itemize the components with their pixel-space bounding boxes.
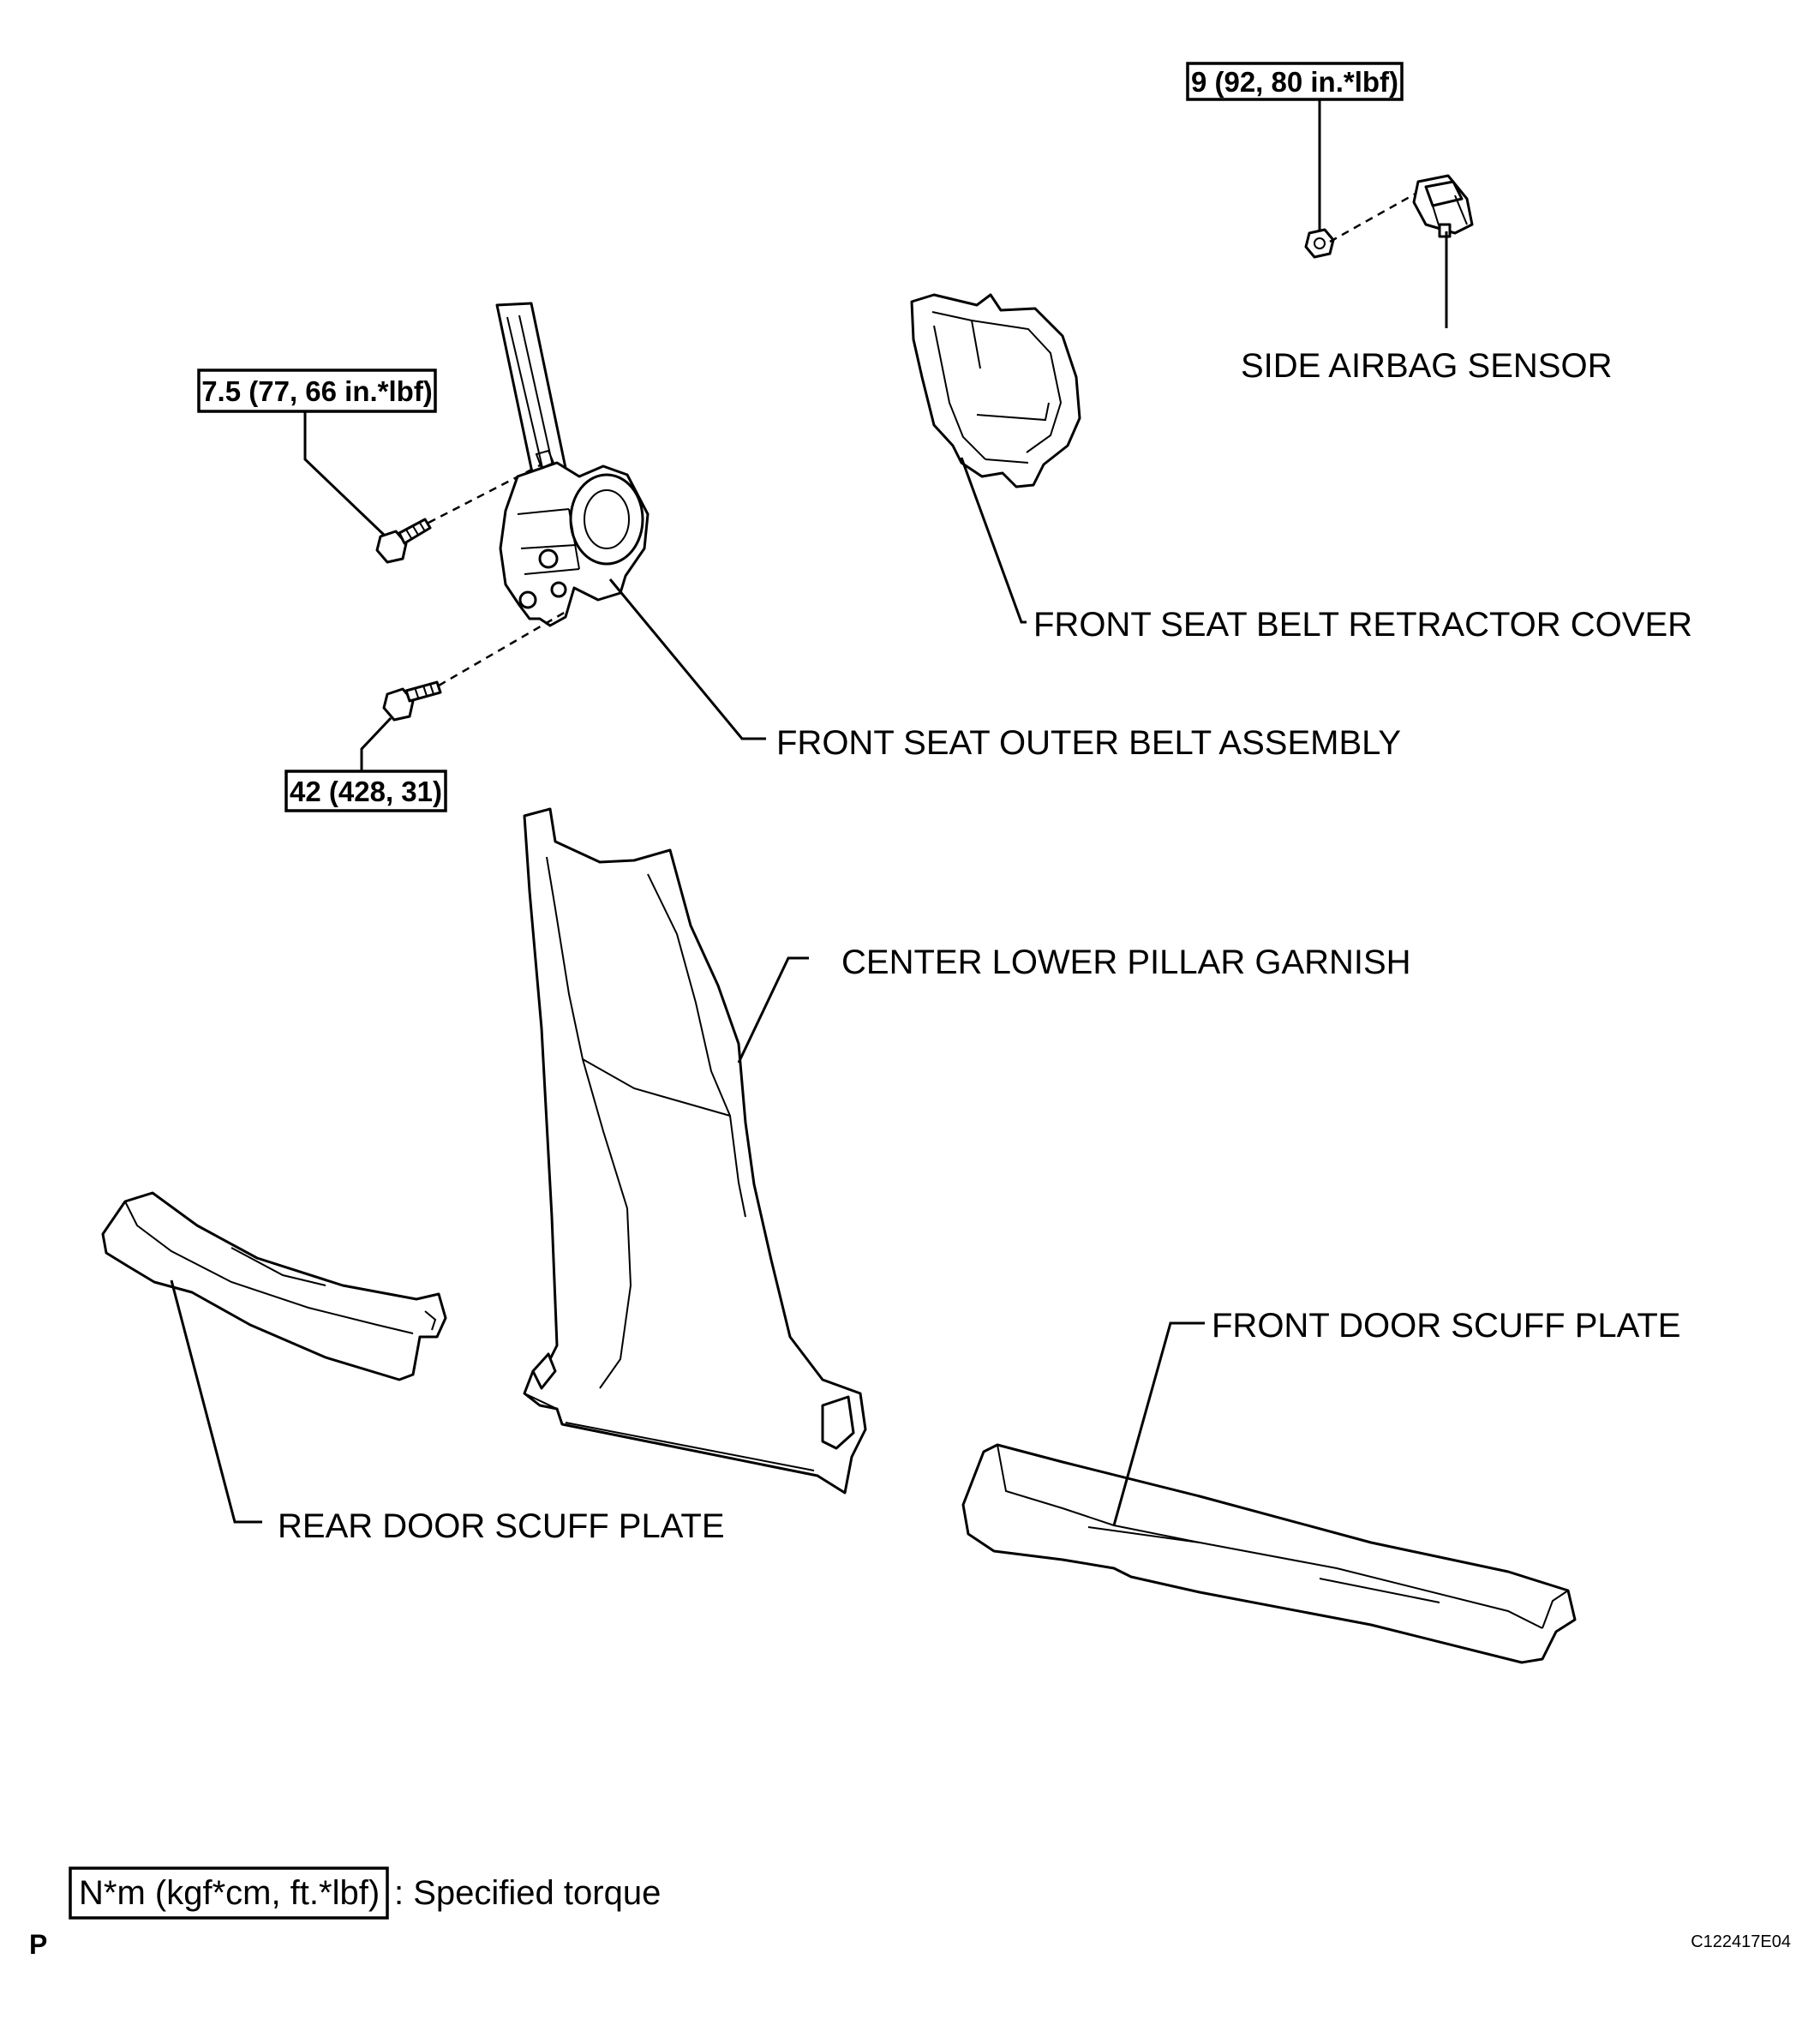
lower-bolt-drawing	[382, 680, 442, 722]
rear-scuff-plate-label: REAR DOOR SCUFF PLATE	[278, 1507, 725, 1545]
pillar-garnish-leader	[737, 956, 809, 1063]
front-scuff-plate-label: FRONT DOOR SCUFF PLATE	[1212, 1307, 1680, 1345]
front-door-scuff-plate-drawing	[961, 1443, 1577, 1664]
center-lower-pillar-garnish-drawing	[523, 807, 867, 1495]
side-airbag-sensor-drawing	[1412, 174, 1474, 238]
torque-legend: N*m (kgf*cm, ft.*lbf) : Specified torque	[69, 1866, 661, 1920]
lower-bolt-dashed-line	[438, 610, 566, 687]
side-airbag-sensor-label: SIDE AIRBAG SENSOR	[1241, 347, 1612, 385]
rear-door-scuff-plate-drawing	[101, 1191, 447, 1381]
outer-belt-assembly-drawing	[495, 302, 650, 627]
retractor-cover-drawing	[910, 293, 1081, 488]
upper-bolt-torque-leader	[303, 411, 386, 536]
section-letter: P	[29, 1929, 47, 1960]
retractor-cover-leader	[960, 457, 1027, 624]
figure-code: C122417E04	[1691, 1932, 1791, 1951]
legend-description: : Specified torque	[394, 1874, 661, 1912]
upper-bolt-drawing	[375, 518, 432, 564]
retractor-cover-label: FRONT SEAT BELT RETRACTOR COVER	[1033, 606, 1692, 644]
outer-belt-assembly-leader	[608, 578, 766, 740]
sensor-nut-torque-callout: 9 (92, 80 in.*lbf)	[1186, 62, 1404, 101]
rear-scuff-plate-leader	[170, 1279, 262, 1524]
legend-unit-box-text: N*m (kgf*cm, ft.*lbf)	[79, 1874, 380, 1912]
sensor-nut-torque-label: 9 (92, 80 in.*lbf)	[1191, 66, 1398, 98]
upper-bolt-torque-label: 7.5 (77, 66 in.*lbf)	[201, 375, 433, 407]
lower-bolt-torque-label: 42 (428, 31)	[290, 776, 442, 807]
outer-belt-assembly-label: FRONT SEAT OUTER BELT ASSEMBLY	[776, 724, 1401, 762]
upper-bolt-dashed-line	[428, 463, 542, 524]
sensor-nut-dashed-line	[1329, 192, 1416, 243]
front-scuff-plate-leader	[1112, 1321, 1205, 1526]
sensor-nut-drawing	[1304, 228, 1335, 259]
lower-bolt-torque-leader	[360, 716, 392, 773]
pillar-garnish-label: CENTER LOWER PILLAR GARNISH	[841, 944, 1411, 981]
upper-bolt-torque-callout: 7.5 (77, 66 in.*lbf)	[197, 368, 437, 413]
lower-bolt-torque-callout: 42 (428, 31)	[284, 770, 447, 812]
